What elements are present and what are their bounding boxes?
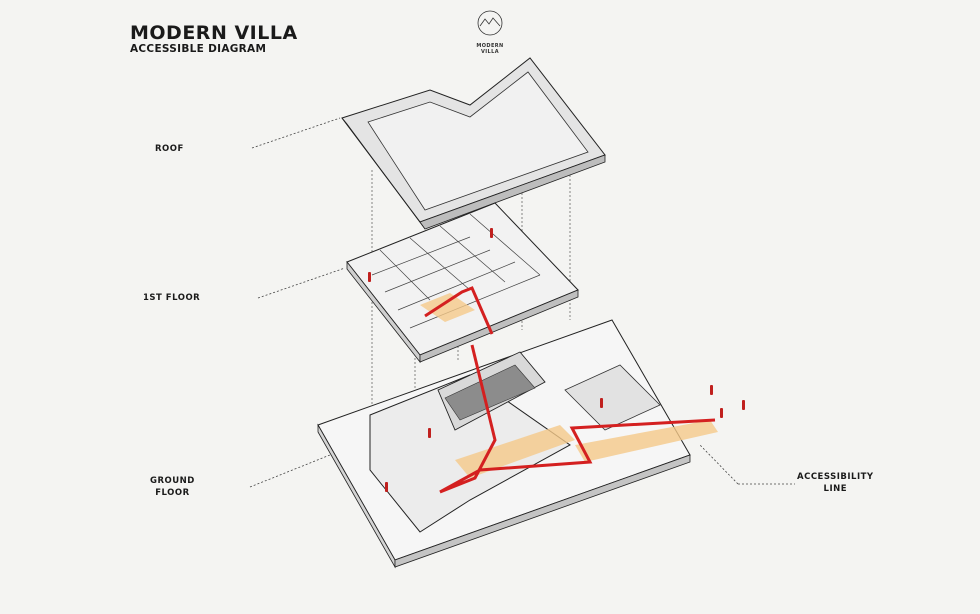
page-subtitle: ACCESSIBLE DIAGRAM <box>130 43 267 55</box>
leader-first-floor <box>257 267 346 299</box>
logo-line-1: MODERN <box>476 43 504 49</box>
person-figure-5 <box>600 398 603 408</box>
label-accessibility-line-2: LINE <box>823 484 848 494</box>
roof-slab <box>341 57 606 230</box>
logo-line-2: VILLA <box>481 49 499 55</box>
ground-floor-plan <box>317 319 718 569</box>
person-figure-2 <box>490 228 493 238</box>
person-figure-8 <box>720 408 723 418</box>
people-figures <box>368 228 745 492</box>
person-figure-7 <box>742 400 745 410</box>
leader-ground-floor <box>249 454 331 488</box>
label-ground-floor-line-2: FLOOR <box>155 488 190 498</box>
person-figure-1 <box>368 272 371 282</box>
label-first-floor: 1ST FLOOR <box>143 293 201 303</box>
label-roof: ROOF <box>155 144 184 154</box>
leader-accessibility <box>699 444 795 485</box>
label-ground-floor-line-1: GROUND <box>150 476 195 486</box>
villa-sketch-logo-icon <box>477 10 503 36</box>
first-floor-plan <box>346 202 579 364</box>
leader-lines <box>249 117 795 488</box>
person-figure-4 <box>385 482 388 492</box>
person-figure-6 <box>710 385 713 395</box>
person-figure-3 <box>428 428 431 438</box>
label-accessibility-line-1: ACCESSIBILITY <box>797 472 874 482</box>
page-title: MODERN VILLA <box>130 22 298 44</box>
label-ground-floor: GROUND FLOOR <box>150 475 195 499</box>
label-accessibility-line: ACCESSIBILITY LINE <box>797 471 874 495</box>
leader-roof <box>251 117 341 149</box>
logo: MODERN VILLA <box>470 8 510 55</box>
